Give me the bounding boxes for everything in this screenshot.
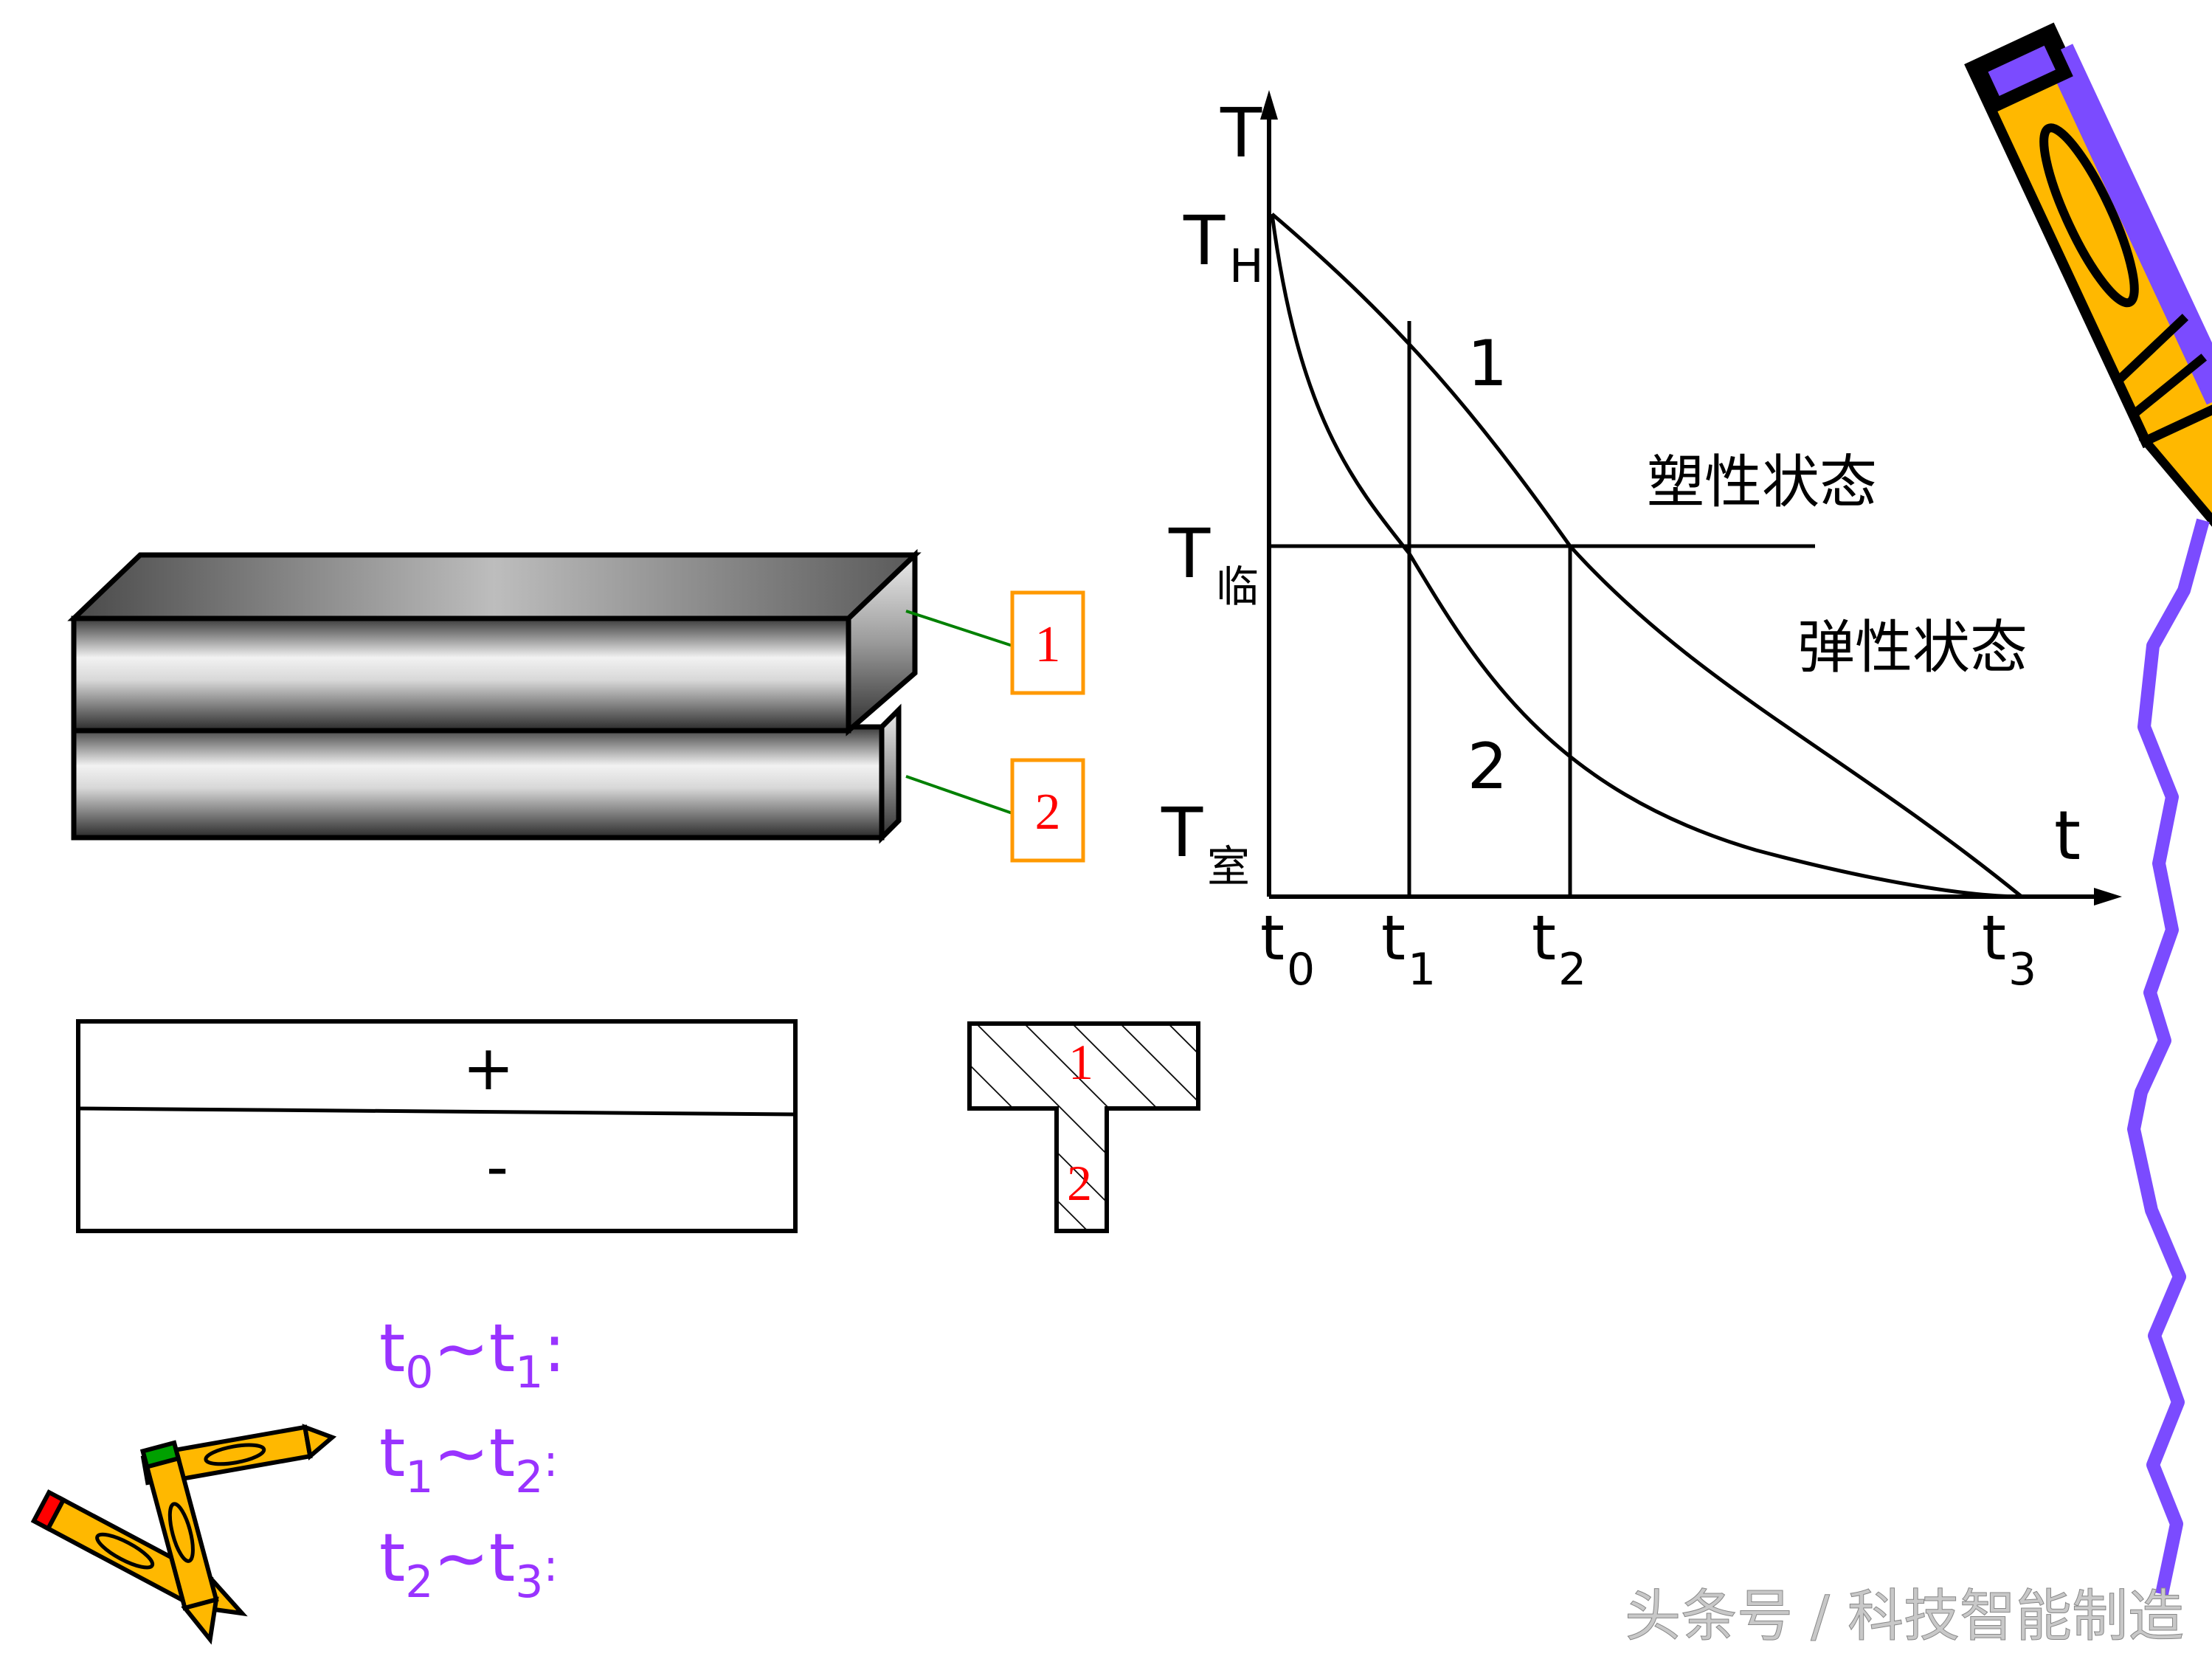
watermark: 头条号 / 科技智能制造: [1625, 1583, 2184, 1649]
x-axis-label: t: [2054, 796, 2081, 875]
svg-text:t0~t1:: t0~t1:: [379, 1310, 566, 1398]
t3-main: t: [1982, 902, 2006, 974]
label-1: 1: [1035, 616, 1061, 673]
tlin-sub: 临: [1216, 562, 1259, 612]
crossed-pencils-icon: [30, 1424, 337, 1645]
t0-sub: 0: [1287, 944, 1315, 996]
elastic-state-label: 弹性状态: [1797, 615, 2028, 681]
x-tick-t0: t 0: [1260, 902, 1315, 996]
interval-item-3: t2~t3:: [379, 1520, 559, 1608]
tension-sign: +: [463, 1032, 514, 1104]
curve-2-label: 2: [1468, 730, 1508, 804]
y-tick-tshi: T 室: [1161, 793, 1250, 891]
label-box-1: [1010, 590, 1085, 695]
th-main: T: [1183, 201, 1226, 280]
y-tick-tlin: T 临: [1168, 514, 1259, 612]
tshi-main: T: [1161, 793, 1203, 872]
x-axis-arrow: [2094, 888, 2122, 906]
stress-diagram: + -: [76, 1019, 798, 1233]
y-tick-th: T H: [1183, 201, 1264, 293]
pencil-icon: [1964, 22, 2212, 545]
bar-1: [67, 548, 922, 737]
interval-item-2: t1~t2:: [379, 1415, 559, 1503]
y-axis-label: T: [1220, 94, 1262, 173]
x-tick-t2: t 2: [1532, 902, 1586, 996]
t1-sub: 1: [1408, 944, 1436, 996]
t-section: 1 2: [967, 1021, 1200, 1233]
tshi-sub: 室: [1207, 841, 1250, 891]
t0-main: t: [1260, 902, 1285, 974]
curve-1-label: 1: [1468, 327, 1508, 401]
leader-line-1: [905, 610, 1013, 647]
t1-main: t: [1381, 902, 1406, 974]
interval-list: t0~t1: t1~t2: t2~t3:: [379, 1310, 566, 1608]
t-section-label-1: 1: [1068, 1034, 1093, 1090]
leader-line-2: [905, 775, 1013, 815]
welded-bars-3d: 1 2: [67, 548, 1085, 863]
compression-sign: -: [486, 1131, 508, 1203]
svg-text:t1~t2:: t1~t2:: [379, 1415, 559, 1503]
x-tick-t3: t 3: [1982, 902, 2036, 996]
label-2: 2: [1035, 784, 1061, 841]
t2-main: t: [1532, 902, 1556, 974]
cooling-curve-1: [1271, 213, 2023, 898]
svg-text:t2~t3:: t2~t3:: [379, 1520, 559, 1608]
tlin-main: T: [1168, 514, 1211, 593]
t3-sub: 3: [2008, 944, 2036, 996]
interval-item-1: t0~t1:: [379, 1310, 566, 1398]
t-section-label-2: 2: [1067, 1155, 1092, 1211]
wavy-decoration-line: [2127, 518, 2210, 1596]
x-tick-t1: t 1: [1381, 902, 1436, 996]
y-axis-arrow: [1260, 90, 1278, 120]
bar-2: [71, 703, 902, 844]
th-sub: H: [1229, 239, 1264, 293]
label-box-2: [1010, 758, 1085, 863]
t2-sub: 2: [1558, 944, 1586, 996]
plastic-state-label: 塑性状态: [1647, 449, 1877, 516]
temperature-time-graph: T t T H T 临 T 室 t 0 t 1 t 2 t 3: [1161, 90, 2122, 996]
cooling-curve-2: [1270, 213, 2022, 899]
